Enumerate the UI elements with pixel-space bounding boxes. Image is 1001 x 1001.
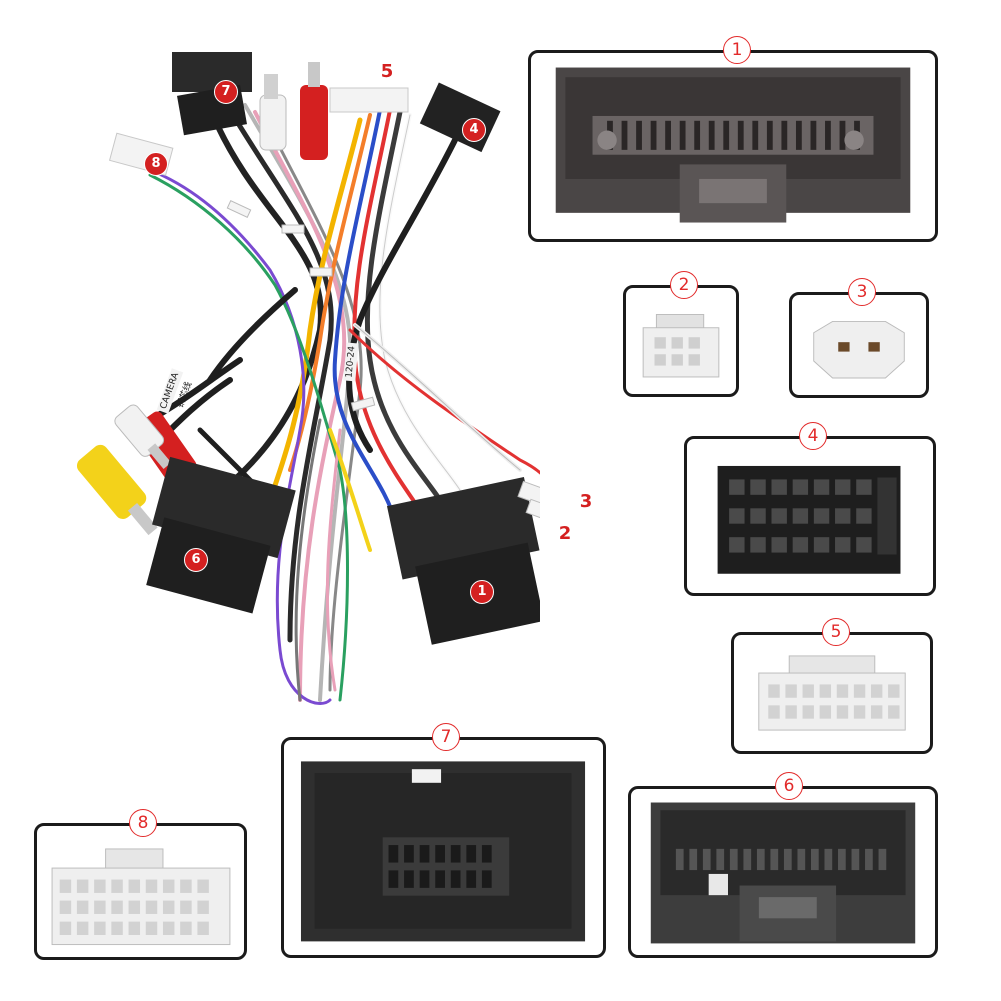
panel-number-4: 4 <box>799 422 827 450</box>
photo-tag-5: 5 <box>375 60 399 84</box>
panel-number-7: 7 <box>432 723 460 751</box>
connector-5-illustration <box>758 655 906 731</box>
photo-tag-3: 3 <box>574 490 598 514</box>
connector-1-illustration <box>555 67 911 223</box>
connector-panel-3: 3 <box>789 278 929 398</box>
connector-7-illustration <box>300 761 586 942</box>
photo-tag-2: 2 <box>553 522 577 546</box>
connector-8-illustration <box>51 848 231 946</box>
photo-tag-7: 7 <box>214 80 238 104</box>
photo-tag-4: 4 <box>462 118 486 142</box>
panel-number-2: 2 <box>670 271 698 299</box>
panel-number-8: 8 <box>129 809 157 837</box>
connector-panel-6: 6 <box>628 772 938 958</box>
connector-panel-1: 1 <box>528 36 938 242</box>
connector-panel-4: 4 <box>684 422 936 596</box>
connector-6-illustration <box>650 802 916 944</box>
photo-tag-8: 8 <box>144 152 168 176</box>
connector-panel-2: 2 <box>623 271 739 397</box>
connector-4-illustration <box>717 465 901 574</box>
panel-number-5: 5 <box>822 618 850 646</box>
panel-number-1: 1 <box>723 36 751 64</box>
wiring-harness-photo: CAMERA 铜芯线 120-24 7 5 4 8 6 1 3 2 <box>0 0 598 740</box>
photo-tag-6: 6 <box>184 548 208 572</box>
connector-panel-8: 8 <box>34 809 247 960</box>
photo-tag-1: 1 <box>470 580 494 604</box>
panel-number-6: 6 <box>775 772 803 800</box>
connector-panel-7: 7 <box>281 723 606 958</box>
connector-2-illustration <box>642 314 720 378</box>
connector-panel-5: 5 <box>731 618 933 754</box>
connector-3-illustration <box>813 320 905 379</box>
panel-number-3: 3 <box>848 278 876 306</box>
